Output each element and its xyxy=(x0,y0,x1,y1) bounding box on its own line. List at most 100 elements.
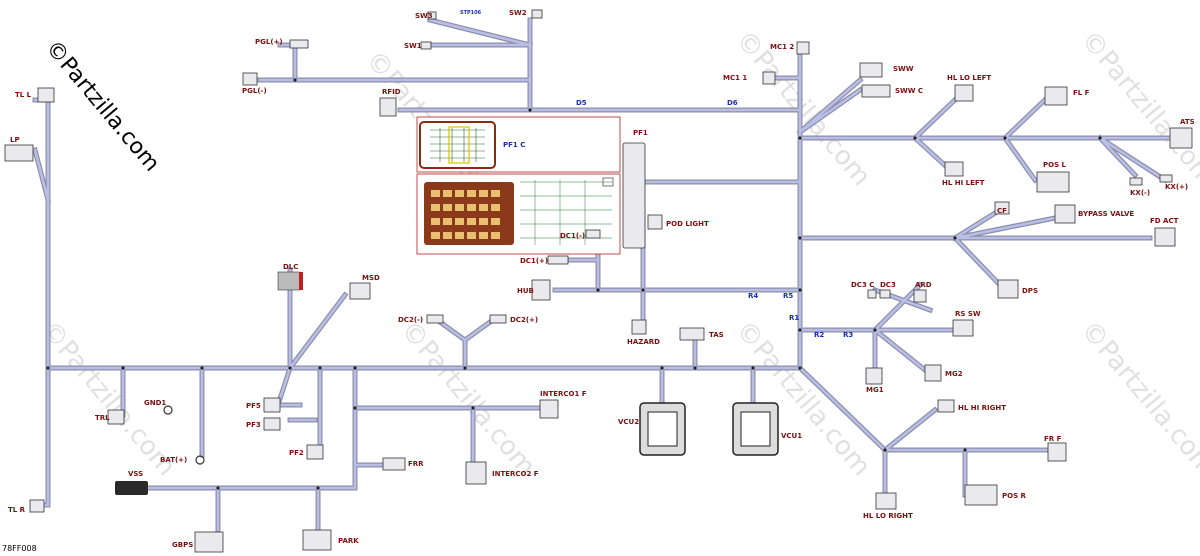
ard-connector xyxy=(913,289,927,303)
mg1-label: MG1 xyxy=(866,386,884,394)
mg1-connector xyxy=(865,367,883,385)
frr-label: FRR xyxy=(408,460,424,468)
cf-connector xyxy=(994,201,1010,215)
rfid-label: RFID xyxy=(382,88,401,96)
dc1-plus-connector xyxy=(547,255,569,265)
msd-connector xyxy=(349,282,371,300)
bat-plus-label: BAT(+) xyxy=(160,456,187,464)
tl-r-label: TL R xyxy=(8,506,26,514)
ats-label: ATS xyxy=(1180,118,1195,126)
tl-l-connector xyxy=(37,87,55,103)
pos-l-label: POS L xyxy=(1043,161,1067,169)
dlc-label: DLC xyxy=(283,263,298,271)
sw3-connector xyxy=(427,11,437,20)
pf1-c-pinout-face xyxy=(424,182,514,245)
pod-light-label: POD LIGHT xyxy=(666,220,709,228)
fl-f-connector xyxy=(1044,86,1068,106)
hl-hi-left-label: HL HI LEFT xyxy=(942,179,985,187)
rs-sw-connector xyxy=(952,319,974,337)
interco1-f-connector xyxy=(539,399,559,419)
park-connector xyxy=(302,529,332,551)
r3-label: R3 xyxy=(843,331,853,339)
dc3-connector xyxy=(879,289,891,299)
figure-code: 78FF008 xyxy=(2,544,37,553)
hl-lo-left-connector xyxy=(954,84,974,102)
sw2-label: SW2 xyxy=(509,9,527,17)
hl-hi-left-connector xyxy=(944,161,964,177)
tl-r-connector xyxy=(29,499,45,513)
trl-connector xyxy=(107,409,125,425)
mg2-label: MG2 xyxy=(945,370,963,378)
partzilla-logo: ©Partzilla.com xyxy=(40,36,164,177)
vss-connector xyxy=(115,481,148,495)
kx-plus-connector xyxy=(1159,174,1173,183)
dc2-plus-label: DC2(+) xyxy=(510,316,538,324)
hl-hi-right-label: HL HI RIGHT xyxy=(958,404,1006,412)
pf1-connector xyxy=(622,142,646,249)
park-label: PARK xyxy=(338,537,359,545)
hl-hi-right-connector xyxy=(937,399,955,413)
mc1-1-connector xyxy=(762,71,776,85)
stp106-label: STP106 xyxy=(460,10,482,16)
lp-label: LP xyxy=(10,136,20,144)
sww-c-label: SWW C xyxy=(895,87,923,95)
vcu2-label: VCU2 xyxy=(618,418,639,426)
connectors xyxy=(4,9,1193,553)
mc1-2-connector xyxy=(796,41,810,55)
dlc-marker xyxy=(299,272,303,290)
mc1-1-label: MC1 1 xyxy=(723,74,747,82)
rs-sw-label: RS SW xyxy=(955,310,981,318)
frr-connector xyxy=(382,457,406,471)
hl-lo-right-connector xyxy=(875,492,897,510)
pf1-c-connector-face xyxy=(419,121,496,169)
kx-plus-label: KX(+) xyxy=(1165,183,1188,191)
tas-label: TAS xyxy=(709,331,724,339)
hub-connector xyxy=(531,279,551,301)
watermark: ©Partzilla.com xyxy=(1075,25,1200,192)
sw3-label: SW3 xyxy=(415,12,433,20)
pf5-connector xyxy=(263,397,281,413)
harness-wires xyxy=(31,16,1178,533)
r1-label: R1 xyxy=(789,314,799,322)
pod-light-connector xyxy=(647,214,663,230)
sw2-connector xyxy=(531,9,543,19)
pf1-c-label: PF1 C xyxy=(503,141,525,149)
hub-label: HUB xyxy=(517,287,534,295)
sww-connector xyxy=(859,62,883,78)
gbps-label: GBPS xyxy=(172,541,193,549)
d5-label: D5 xyxy=(576,99,587,107)
pf2-connector xyxy=(306,444,324,460)
pos-r-connector xyxy=(964,484,998,506)
pos-l-connector xyxy=(1036,171,1070,193)
hazard-connector xyxy=(631,319,647,335)
sww-c-connector xyxy=(861,84,891,98)
fd-act-connector xyxy=(1154,227,1176,247)
pgl-minus-label: PGL(-) xyxy=(242,87,267,95)
ard-label: ARD xyxy=(915,281,932,289)
dc1-minus-connector xyxy=(585,229,601,239)
r4-label: R4 xyxy=(748,292,758,300)
d6-label: D6 xyxy=(727,99,738,107)
fr-f-connector xyxy=(1047,442,1067,462)
dc3-c-label: DC3 C xyxy=(851,281,874,289)
dc3-c-connector xyxy=(867,289,877,299)
fd-act-label: FD ACT xyxy=(1150,217,1179,225)
dc2-minus-connector xyxy=(426,314,444,324)
dlc-connector xyxy=(277,271,301,291)
dc3-label: DC3 xyxy=(880,281,896,289)
sw1-label: SW1 xyxy=(404,42,422,50)
rfid-connector xyxy=(379,97,397,117)
interco2-f-label: INTERCO2 F xyxy=(492,470,539,478)
bat-plus-ring-terminal xyxy=(195,455,205,465)
dc2-plus-connector xyxy=(489,314,507,324)
hl-lo-right-label: HL LO RIGHT xyxy=(863,512,913,520)
pf2-label: PF2 xyxy=(289,449,304,457)
pf5-label: PF5 xyxy=(246,402,261,410)
pf1-label: PF1 xyxy=(633,129,648,137)
pgl-minus-connector xyxy=(242,72,258,86)
r5-label: R5 xyxy=(783,292,793,300)
hl-lo-left-label: HL LO LEFT xyxy=(947,74,991,82)
pf3-connector xyxy=(263,417,281,431)
pf3-label: PF3 xyxy=(246,421,261,429)
